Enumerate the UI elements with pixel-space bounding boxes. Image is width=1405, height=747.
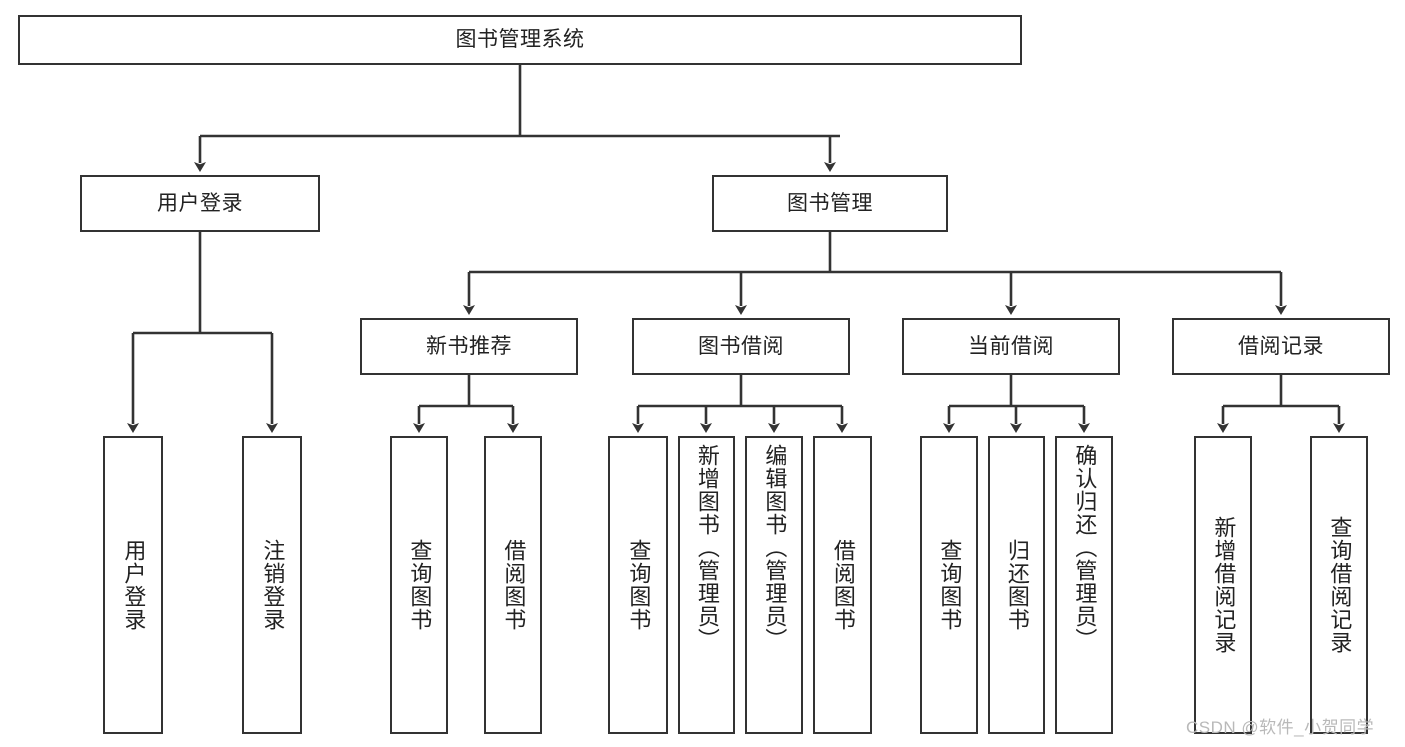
leaf-confirm-return-admin[interactable]: 确认归还（管理员） [1055, 436, 1113, 734]
node-borrow-record-label: 借阅记录 [1238, 334, 1324, 358]
leaf-label: 注销登录 [260, 539, 286, 631]
node-borrow-record[interactable]: 借阅记录 [1172, 318, 1390, 375]
node-new-book-recommend-label: 新书推荐 [426, 334, 512, 358]
leaf-label: 查询图书 [626, 539, 652, 631]
leaf-label: 查询图书 [937, 539, 963, 631]
csdn-watermark: CSDN @软件_小贺同学 [1186, 718, 1375, 737]
leaf-edit-book-admin[interactable]: 编辑图书（管理员） [745, 436, 803, 734]
leaf-add-borrow-record[interactable]: 新增借阅记录 [1194, 436, 1252, 734]
leaf-query-book-current[interactable]: 查询图书 [920, 436, 978, 734]
node-book-management-label: 图书管理 [787, 191, 873, 215]
node-book-borrow[interactable]: 图书借阅 [632, 318, 850, 375]
leaf-label: 归还图书 [1004, 539, 1030, 631]
leaf-query-book-borrow[interactable]: 查询图书 [608, 436, 668, 734]
leaf-query-borrow-record[interactable]: 查询借阅记录 [1310, 436, 1368, 734]
leaf-label: 查询图书 [407, 539, 433, 631]
leaf-label: 确认归还（管理员） [1072, 444, 1098, 651]
leaf-label: 新增图书（管理员） [694, 444, 720, 651]
node-root[interactable]: 图书管理系统 [18, 15, 1022, 65]
node-user-login-label: 用户登录 [157, 191, 243, 215]
leaf-label: 编辑图书（管理员） [762, 444, 788, 651]
node-book-borrow-label: 图书借阅 [698, 334, 784, 358]
leaf-label: 借阅图书 [501, 539, 527, 631]
node-current-borrow-label: 当前借阅 [968, 334, 1054, 358]
leaf-add-book-admin[interactable]: 新增图书（管理员） [678, 436, 735, 734]
leaf-borrow-book[interactable]: 借阅图书 [813, 436, 872, 734]
node-book-management[interactable]: 图书管理 [712, 175, 948, 232]
leaf-user-login[interactable]: 用户登录 [103, 436, 163, 734]
leaf-label: 借阅图书 [830, 539, 856, 631]
leaf-return-book[interactable]: 归还图书 [988, 436, 1045, 734]
node-root-label: 图书管理系统 [455, 28, 585, 52]
node-user-login[interactable]: 用户登录 [80, 175, 320, 232]
leaf-logout-login[interactable]: 注销登录 [242, 436, 302, 734]
leaf-label: 新增借阅记录 [1211, 516, 1237, 654]
node-current-borrow[interactable]: 当前借阅 [902, 318, 1120, 375]
leaf-label: 查询借阅记录 [1327, 516, 1353, 654]
leaf-query-book-newbook[interactable]: 查询图书 [390, 436, 448, 734]
node-new-book-recommend[interactable]: 新书推荐 [360, 318, 578, 375]
leaf-label: 用户登录 [121, 539, 147, 631]
leaf-borrow-book-newbook[interactable]: 借阅图书 [484, 436, 542, 734]
